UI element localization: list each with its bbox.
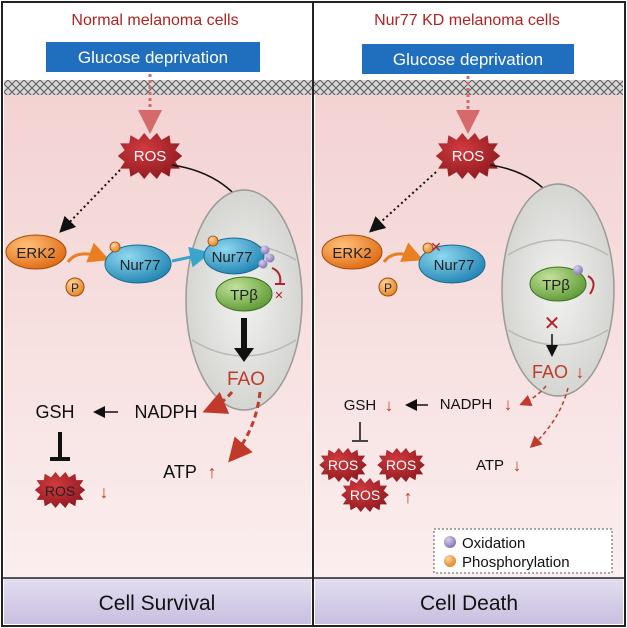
right-ros-high-arrow: ↑ (404, 487, 413, 507)
phosphorylation-legend-icon (444, 555, 456, 567)
svg-text:ROS: ROS (328, 457, 358, 473)
left-ros-low-node: ROS (34, 472, 86, 508)
svg-text:ROS: ROS (386, 457, 416, 473)
svg-text:ROS: ROS (452, 148, 485, 165)
left-outcome-bar (4, 578, 311, 624)
right-stimulus-label: Glucose deprivation (393, 50, 543, 69)
right-nur77-cyto-node: Nur77 (418, 242, 486, 284)
left-nur77-cyto-node: Nur77 (104, 241, 172, 284)
right-ros-high-node-2: ROS (377, 448, 425, 482)
right-ros-to-erk2-arrow (369, 171, 437, 233)
right-stimulus-box (362, 44, 574, 74)
left-fao-label: FAO (227, 369, 265, 390)
svg-text:ROS: ROS (45, 483, 75, 499)
left-tpb-ox-cross: ✕ (274, 290, 283, 302)
left-panel-title: Normal melanoma cells (71, 12, 238, 29)
left-nur77-translocation-arrow (171, 246, 211, 268)
right-erk2-node: ERK2 (321, 234, 383, 270)
left-phospho-p: P (65, 277, 85, 297)
right-outcome-bar (315, 578, 623, 624)
left-fao-to-nadph-arrow (202, 391, 234, 414)
svg-text:Nur77: Nur77 (434, 257, 475, 274)
left-stimulus-box (46, 42, 260, 72)
svg-text:Nur77: Nur77 (212, 249, 253, 266)
svg-text:Nur77: Nur77 (120, 257, 161, 274)
svg-text:ROS: ROS (134, 148, 167, 165)
right-atp-label: ATP (476, 457, 504, 474)
right-tpb-node: TPβ (529, 265, 587, 302)
right-ros-high-node-3: ROS (341, 478, 389, 512)
right-gsh-label: GSH (344, 397, 377, 414)
svg-text:ERK2: ERK2 (332, 245, 371, 262)
right-erk2-to-nur77-arrow (382, 242, 424, 263)
svg-text:P: P (384, 281, 392, 295)
right-nadph-label: NADPH (440, 396, 493, 413)
right-nadph-arrow: ↓ (504, 395, 513, 414)
svg-text:TPβ: TPβ (230, 287, 258, 304)
left-ros-low-arrow: ↓ (100, 482, 109, 502)
left-erk2-node: ERK2 (5, 234, 67, 270)
right-phospho-p: P (378, 277, 398, 297)
right-gsh-arrow: ↓ (385, 396, 394, 415)
left-nadph-label: NADPH (134, 402, 197, 422)
legend-phosphorylation: Phosphorylation (462, 554, 570, 571)
left-outcome-label: Cell Survival (99, 592, 216, 615)
left-stimulus-label: Glucose deprivation (78, 48, 228, 67)
right-ros-high-node-1: ROS (319, 448, 367, 482)
right-ros-node: ROS (435, 133, 501, 179)
oxidation-legend-icon (444, 536, 456, 548)
right-fao-label: FAO (532, 362, 568, 382)
svg-text:P: P (71, 281, 79, 295)
svg-text:ERK2: ERK2 (16, 245, 55, 262)
right-tpb-oxidation-mark (587, 275, 595, 295)
right-nur77-knockdown-cross: ✕ (430, 239, 442, 255)
svg-text:TPβ: TPβ (542, 277, 570, 294)
right-panel-title: Nur77 KD melanoma cells (374, 12, 560, 29)
right-fao-block-cross: ✕ (544, 313, 561, 335)
left-tpb-node: TPβ (215, 276, 273, 312)
right-atp-arrow: ↓ (513, 456, 522, 475)
left-nur77-tpb-inhibition (271, 267, 282, 285)
right-fao-to-nadph-arrow (519, 385, 547, 406)
left-ros-node: ROS (117, 133, 183, 179)
left-gsh-label: GSH (35, 402, 74, 422)
legend-box (433, 528, 613, 574)
left-nur77-mito-node: Nur77 (203, 235, 275, 275)
left-atp-label: ATP (163, 462, 197, 482)
legend-oxidation: Oxidation (462, 535, 525, 552)
right-fao-arrow: ↓ (576, 362, 585, 382)
left-erk2-to-nur77-arrow (66, 242, 110, 263)
left-atp-arrow: ↑ (208, 462, 217, 482)
right-outcome-label: Cell Death (420, 592, 518, 615)
svg-text:ROS: ROS (350, 487, 380, 503)
left-ros-to-erk2-arrow (59, 169, 121, 233)
